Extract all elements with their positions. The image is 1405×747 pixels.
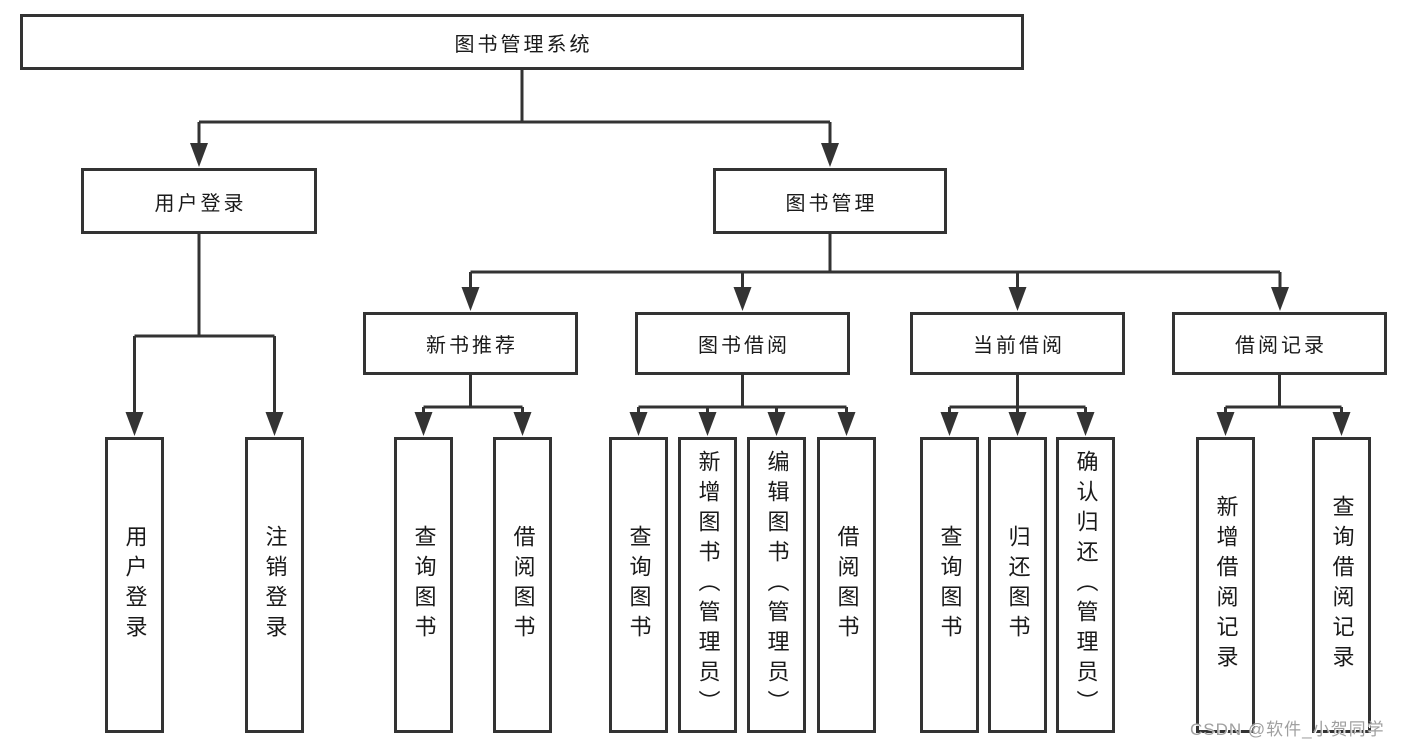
node-user-login: 用户登录: [81, 168, 317, 234]
node-new-book-rec: 新书推荐: [363, 312, 578, 375]
node-book-mgmt: 图书管理: [713, 168, 947, 234]
leaf-query-book-recommend: 查询图书: [394, 437, 453, 733]
node-borrow-records: 借阅记录: [1172, 312, 1387, 375]
connector-book-borrow: [637, 375, 848, 414]
leaf-add-borrow-record: 新增借阅记录: [1196, 437, 1255, 733]
connector-new-book-rec: [422, 375, 524, 414]
node-current-borrow: 当前借阅: [910, 312, 1125, 375]
leaf-query-borrow-record: 查询借阅记录: [1312, 437, 1371, 733]
leaf-user-login: 用户登录: [105, 437, 164, 733]
connector-user-login: [133, 232, 276, 414]
leaf-confirm-return-admin: 确认归还（管理员）: [1056, 437, 1115, 733]
leaf-edit-book-admin: 编辑图书（管理员）: [747, 437, 806, 733]
leaf-return-book: 归还图书: [988, 437, 1047, 733]
connector-book-mgmt: [469, 234, 1282, 289]
node-book-borrow: 图书借阅: [635, 312, 850, 375]
arrowheads: [125, 143, 1351, 436]
leaf-borrow-book-recommend: 借阅图书: [493, 437, 552, 733]
connector-borrow-records: [1224, 375, 1343, 414]
connector-root: [197, 68, 832, 145]
leaf-borrow-book: 借阅图书: [817, 437, 876, 733]
leaf-query-book-current: 查询图书: [920, 437, 979, 733]
node-root: 图书管理系统: [20, 14, 1024, 70]
connector-current-borrow: [948, 375, 1087, 414]
leaf-logout: 注销登录: [245, 437, 304, 733]
watermark: CSDN @软件_小贺同学: [1190, 720, 1385, 739]
leaf-query-book-borrow: 查询图书: [609, 437, 668, 733]
leaf-add-book-admin: 新增图书（管理员）: [678, 437, 737, 733]
